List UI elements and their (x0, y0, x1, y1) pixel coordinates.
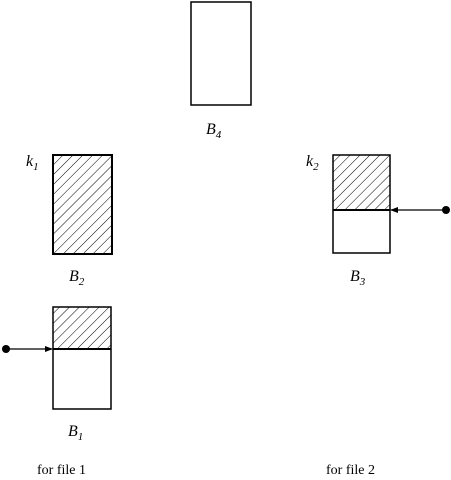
block-b4-sub: 4 (216, 129, 222, 141)
block-b2-label: B2 (69, 268, 85, 288)
block-b3-label: B3 (350, 268, 366, 288)
block-b1-rect (52, 306, 112, 410)
block-b3-hatched-region (333, 155, 390, 210)
caption-file-2: for file 2 (326, 463, 375, 478)
block-b3-name: B (350, 268, 360, 285)
block-b4-label: B4 (206, 121, 222, 141)
block-b2: k1 B2 (26, 153, 113, 288)
block-b2-key-sub: 1 (33, 161, 39, 173)
block-b1-hatched-region (53, 307, 111, 349)
block-b4-name: B (206, 121, 216, 138)
block-b1-name: B (68, 423, 78, 440)
block-b1-label: B1 (68, 423, 83, 443)
block-b2-name: B (69, 268, 79, 285)
block-b3-rect (332, 154, 391, 254)
block-b2-key-name: k (26, 153, 34, 170)
block-b3-key: k2 (306, 153, 319, 173)
block-b3-key-sub: 2 (313, 161, 319, 173)
block-b2-sub: 2 (79, 276, 85, 288)
block-b3: k2 B3 (306, 153, 450, 288)
caption-file-1: for file 1 (37, 463, 86, 478)
block-b2-rect (52, 154, 113, 255)
block-b1-pointer (2, 345, 53, 353)
block-b1: B1 (2, 306, 112, 443)
block-b2-key: k1 (26, 153, 39, 173)
block-b1-sub: 1 (78, 431, 84, 443)
block-b3-key-name: k (306, 153, 314, 170)
block-b3-pointer (390, 206, 450, 214)
block-b4-rect (190, 1, 252, 106)
block-b4: B4 (190, 1, 252, 141)
block-b3-sub: 3 (359, 276, 366, 288)
